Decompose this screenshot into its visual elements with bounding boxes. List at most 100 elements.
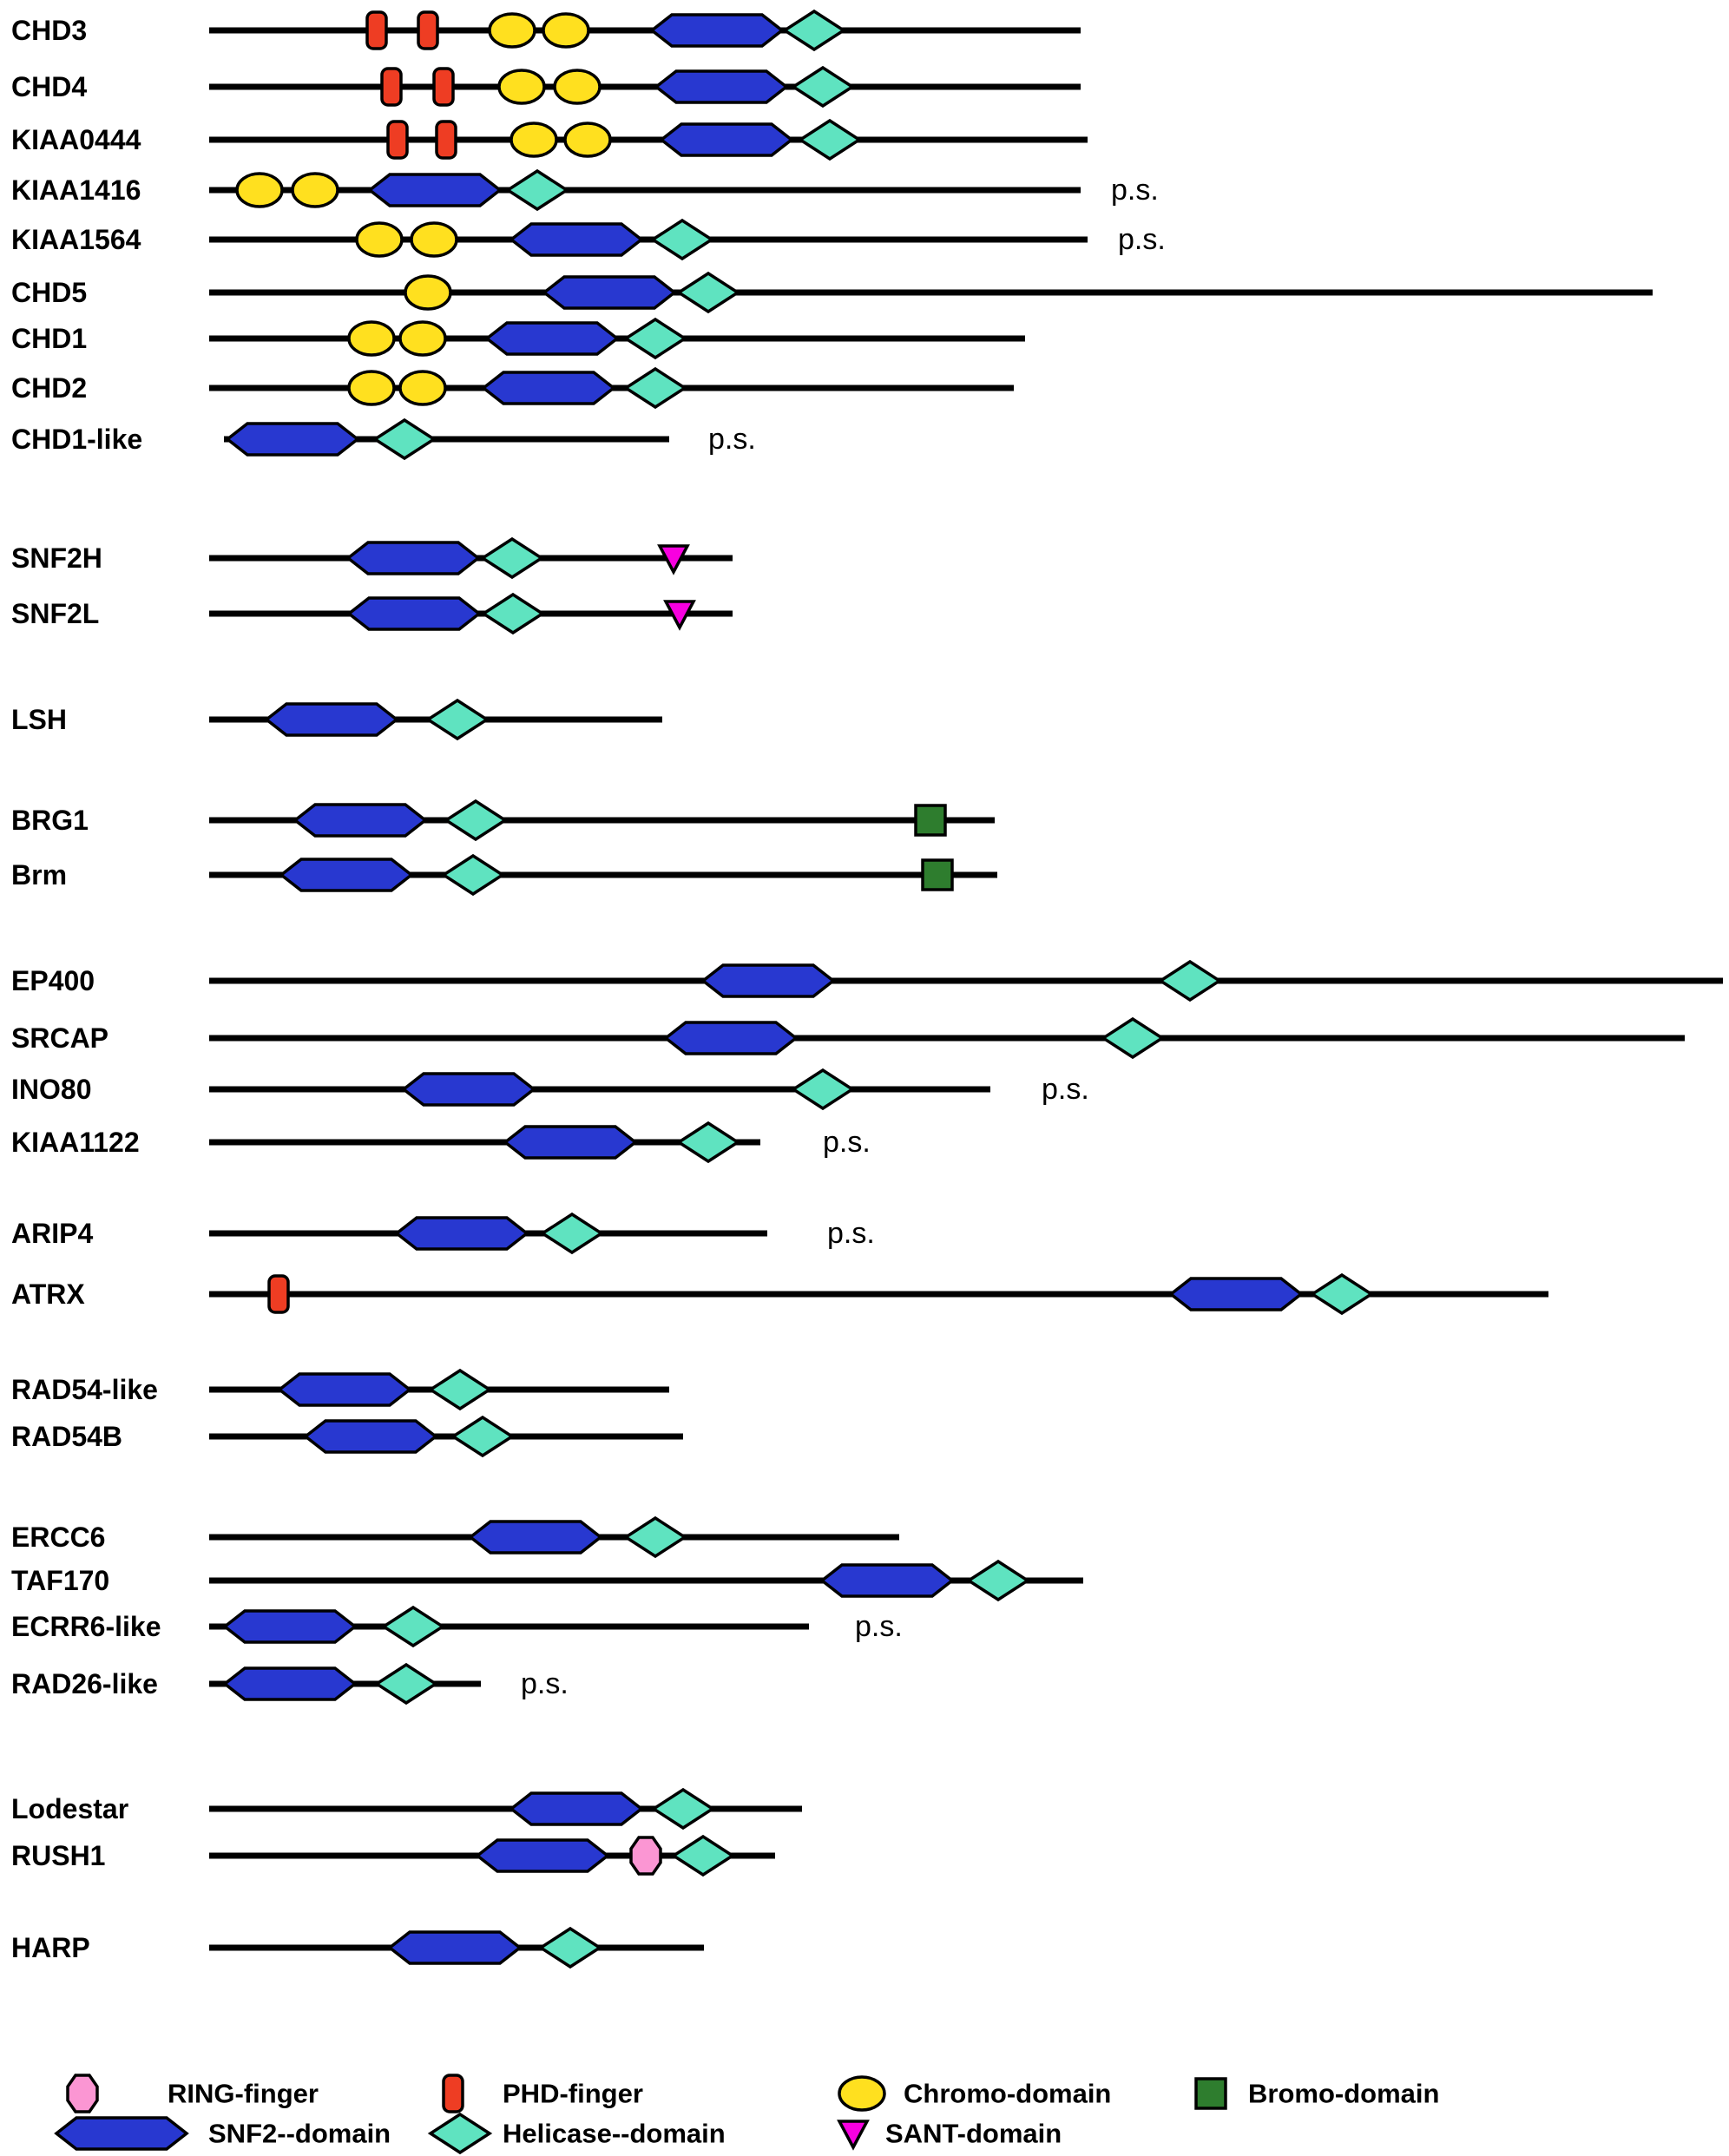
protein-label: RAD54B (11, 1421, 122, 1452)
protein-label: LSH (11, 704, 67, 735)
protein-row-lodestar: Lodestar (11, 1787, 802, 1831)
helicase-domain-icon (427, 1368, 493, 1411)
snf2-domain-icon (293, 803, 428, 838)
protein-label: KIAA1564 (11, 224, 141, 255)
helicase-domain-icon (479, 536, 545, 580)
protein-label: CHD2 (11, 372, 87, 404)
protein-label: KIAA1416 (11, 174, 141, 206)
partial-sequence-label: p.s. (823, 1126, 871, 1159)
protein-row-atrx: ATRX (11, 1272, 1548, 1316)
legend-item-sant: SANT-domain (837, 2119, 1062, 2151)
partial-sequence-label: p.s. (1118, 223, 1166, 256)
protein-label: TAF170 (11, 1565, 109, 1596)
snf2-domain-icon (468, 1520, 603, 1555)
helicase-domain-icon (650, 1787, 716, 1831)
phd-domain-icon (365, 10, 388, 50)
snf2-domain-icon (222, 1609, 358, 1644)
protein-row-ep400: EP400 (11, 959, 1723, 1002)
protein-label: CHD1 (11, 323, 87, 354)
protein-label: CHD5 (11, 277, 87, 308)
legend-item-snf2: SNF2--domain (54, 2116, 391, 2151)
helicase-domain-icon (790, 1068, 856, 1111)
protein-label: KIAA0444 (11, 124, 141, 155)
ring-domain-icon (629, 1836, 662, 1876)
legend-item-phd: PHD-finger (442, 2074, 643, 2113)
protein-row-rush1: RUSH1 (11, 1834, 775, 1877)
protein-row-harp: HARP (11, 1926, 704, 1969)
legend-helicase-icon (427, 2112, 493, 2155)
protein-label: SRCAP (11, 1022, 108, 1054)
protein-label: ARIP4 (11, 1218, 93, 1249)
protein-label: SNF2H (11, 542, 102, 574)
legend-phd-icon (442, 2074, 464, 2113)
snf2-domain-icon (387, 1930, 523, 1965)
legend-label: SANT-domain (885, 2119, 1062, 2149)
protein-label: Brm (11, 859, 67, 891)
chromo-domain-icon (355, 221, 404, 258)
protein-label: HARP (11, 1932, 90, 1963)
phd-domain-icon (432, 67, 455, 107)
partial-sequence-label: p.s. (855, 1610, 903, 1643)
protein-row-rad26-like: RAD26-like p.s. (11, 1662, 569, 1706)
helicase-domain-icon (1309, 1272, 1375, 1316)
protein-row-ercc6: ERCC6 (11, 1515, 899, 1559)
helicase-domain-icon (539, 1212, 605, 1255)
snf2-domain-icon (225, 422, 360, 457)
chromo-domain-icon (404, 274, 452, 311)
partial-sequence-label: p.s. (1042, 1073, 1089, 1106)
helicase-domain-icon (424, 698, 490, 741)
legend-label: Bromo-domain (1248, 2079, 1439, 2109)
snf2-domain-icon (367, 173, 503, 207)
legend-item-ring: RING-finger (66, 2074, 319, 2113)
protein-label: SNF2L (11, 598, 99, 629)
snf2-domain-icon (819, 1563, 955, 1598)
legend-chromo-icon (838, 2075, 886, 2112)
protein-row-srcap: SRCAP (11, 1016, 1685, 1060)
partial-sequence-label: p.s. (521, 1667, 569, 1700)
chromo-domain-icon (398, 320, 447, 357)
helicase-domain-icon (965, 1559, 1031, 1602)
snf2-domain-icon (277, 1372, 412, 1407)
snf2-domain-icon (401, 1072, 536, 1107)
protein-row-snf2h: SNF2H (11, 536, 733, 580)
protein-row-chd2: CHD2 (11, 366, 1014, 410)
bromo-domain-icon (914, 804, 947, 837)
protein-row-kiaa0444: KIAA0444 (11, 118, 1088, 161)
partial-sequence-label: p.s. (708, 423, 756, 456)
protein-row-chd1: CHD1 (11, 317, 1025, 360)
snf2-domain-icon (279, 858, 414, 892)
snf2-domain-icon (542, 275, 677, 310)
helicase-domain-icon (790, 65, 856, 108)
protein-label: CHD1-like (11, 424, 142, 455)
protein-row-lsh: LSH (11, 698, 662, 741)
protein-row-chd5: CHD5 (11, 271, 1653, 314)
legend-label: Helicase--domain (503, 2119, 726, 2149)
protein-row-chd1-like: CHD1-like p.s. (11, 417, 756, 461)
protein-row-rad54b: RAD54B (11, 1415, 683, 1458)
phd-domain-icon (380, 67, 403, 107)
chromo-domain-icon (347, 370, 396, 406)
sant-domain-icon (657, 544, 690, 575)
helicase-domain-icon (537, 1926, 603, 1969)
protein-label: RAD26-like (11, 1668, 158, 1699)
legend-label: Chromo-domain (904, 2079, 1111, 2109)
helicase-domain-icon (1157, 959, 1223, 1002)
chromo-domain-icon (398, 370, 447, 406)
helicase-domain-icon (1100, 1016, 1166, 1060)
legend-item-helicase: Helicase--domain (427, 2112, 726, 2155)
snf2-domain-icon (509, 222, 644, 257)
phd-domain-icon (435, 120, 457, 160)
protein-label: CHD4 (11, 71, 87, 102)
helicase-domain-icon (649, 218, 715, 261)
legend-label: RING-finger (168, 2079, 319, 2109)
bromo-domain-icon (921, 858, 954, 891)
snf2-domain-icon (654, 69, 789, 104)
protein-label: INO80 (11, 1074, 91, 1105)
protein-row-kiaa1564: KIAA1564 p.s. (11, 218, 1166, 261)
protein-label: Lodestar (11, 1793, 128, 1824)
snf2-domain-icon (346, 596, 482, 631)
chromo-domain-icon (497, 69, 546, 105)
